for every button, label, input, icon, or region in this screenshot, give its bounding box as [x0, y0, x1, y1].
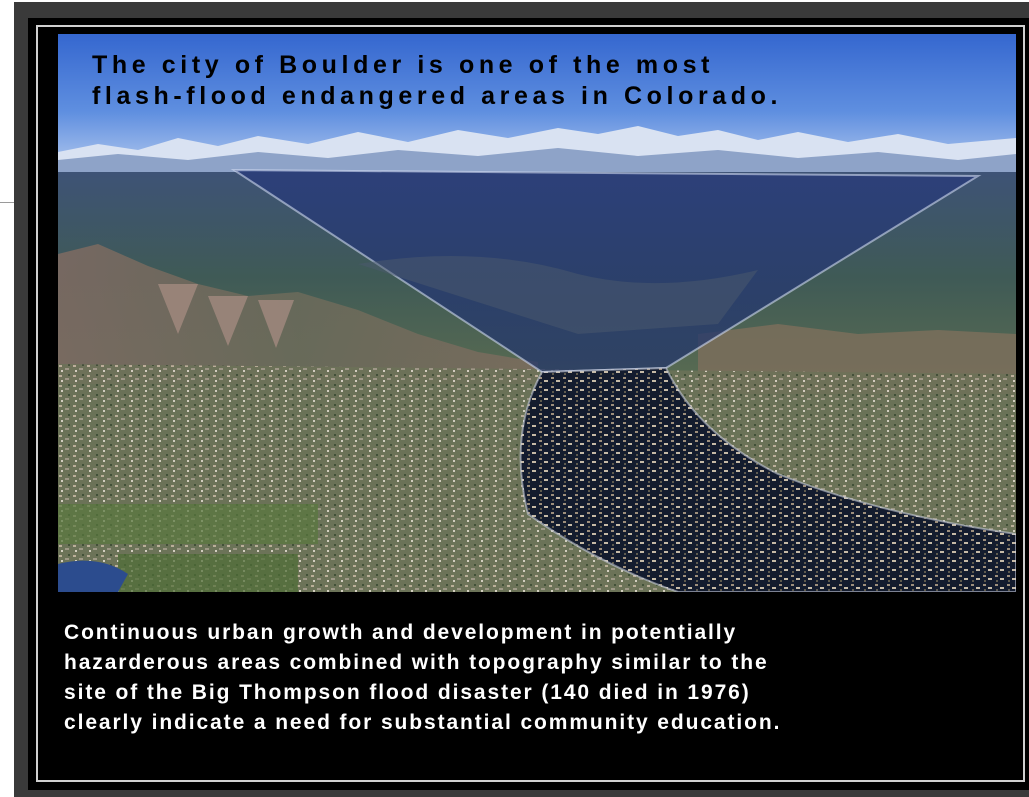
headline: The city of Boulder is one of the most f… — [92, 50, 1002, 112]
slide-border — [36, 25, 1025, 782]
headline-line-1: The city of Boulder is one of the most — [92, 51, 715, 79]
caption-line-3: site of the Big Thompson flood disaster … — [64, 681, 751, 704]
page-left-rule — [0, 202, 14, 203]
caption-line-1: Continuous urban growth and development … — [64, 621, 738, 644]
caption: Continuous urban growth and development … — [64, 618, 1014, 738]
caption-line-2: hazarderous areas combined with topograp… — [64, 651, 769, 674]
headline-line-2: flash-flood endangered areas in Colorado… — [92, 82, 783, 110]
aerial-photo — [58, 34, 1016, 592]
caption-line-4: clearly indicate a need for substantial … — [64, 711, 782, 734]
